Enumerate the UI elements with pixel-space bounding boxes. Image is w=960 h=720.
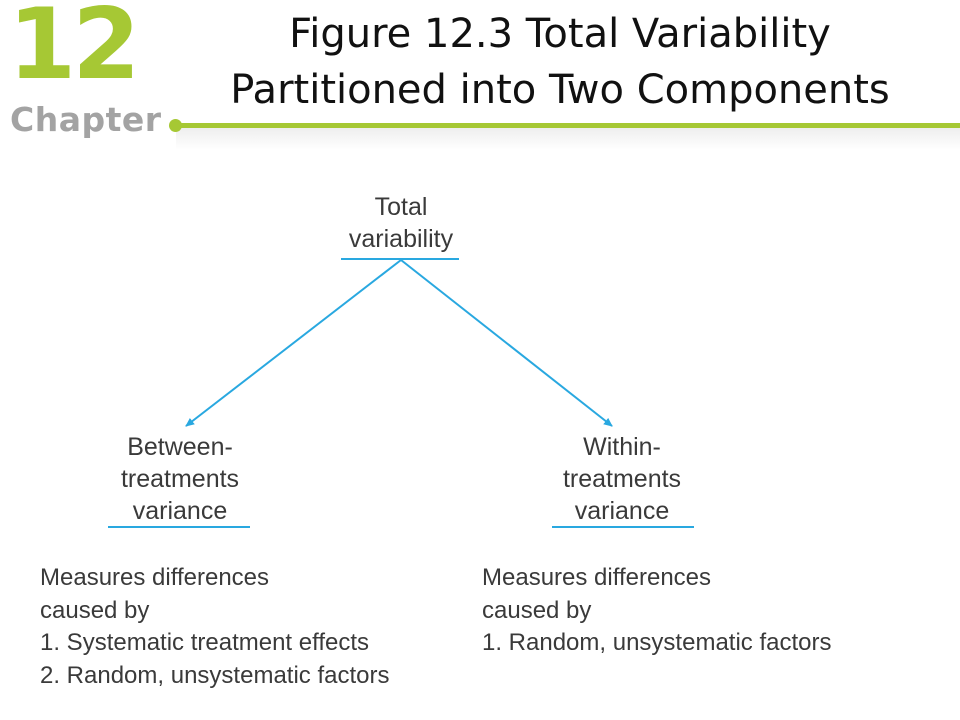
node-within-treatments-variance: Within- treatments variance [537,431,707,527]
node-within-line-1: Within- [583,433,661,461]
node-within-line-2: treatments [562,465,682,493]
within-description-line-1: Measures differences [482,564,712,591]
between-description-line-1: Measures differences [40,564,270,591]
node-within-line-3: variance [574,497,670,525]
between-description-line-4: 2. Random, unsystematic factors [40,661,390,689]
node-total-variability-underline [341,258,459,260]
within-description-line-3: 1. Random, unsystematic factors [482,629,832,656]
slide-title-line-1: Figure 12.3 Total Variability [289,11,831,57]
slide-title-line-2: Partitioned into Two Components [230,67,890,113]
node-between-line-3: variance [132,497,228,525]
node-within-underline [552,526,694,528]
node-between-treatments-variance: Between- treatments variance [95,431,265,527]
node-between-line-2: treatments [120,465,240,493]
title-rule [176,123,960,128]
chapter-label: Chapter [10,100,162,139]
node-total-variability: Total variability [320,191,482,255]
node-between-line-1: Between- [127,433,233,461]
title-rule-dot [169,119,182,132]
edge-root-to-within [400,259,613,427]
between-description: Measures differences caused by 1. System… [40,562,389,692]
slide-title: Figure 12.3 Total Variability Partitione… [175,6,945,118]
edge-root-to-between [185,259,402,427]
chapter-number: 12 [8,0,140,102]
node-between-underline [108,526,250,528]
within-description: Measures differences caused by 1. Random… [482,562,831,660]
title-rule-shadow [176,128,960,150]
node-total-variability-line-2: variability [348,225,454,253]
between-description-line-3: 1. Systematic treatment effects [40,629,370,656]
between-description-line-2: caused by [40,596,150,624]
within-description-line-2: caused by [482,596,592,624]
node-total-variability-line-1: Total [374,193,428,221]
